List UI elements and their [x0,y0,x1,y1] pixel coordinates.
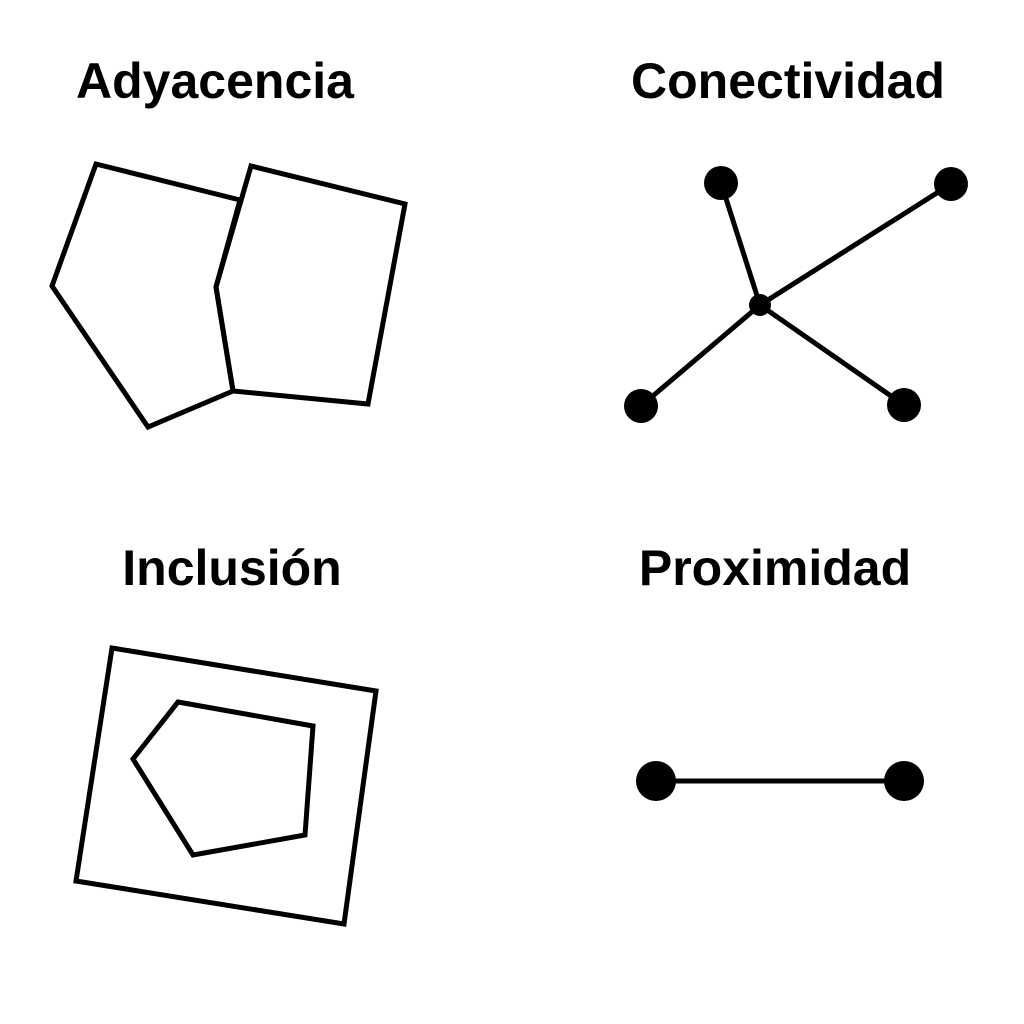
connectivity-center-node [749,294,771,316]
inclusion-figure [73,645,379,927]
connectivity-edge-top-left [718,180,763,308]
proximity-node-right [884,761,924,801]
adjacency-right-polygon [213,162,408,407]
connectivity-node-top-right [934,167,968,201]
proximity-figure [636,761,924,801]
proximity-title: Proximidad [638,540,912,596]
adjacency-title: Adyacencia [76,53,354,109]
inclusion-inner-polygon [129,699,316,858]
adjacency-left-polygon [49,161,244,431]
connectivity-title: Conectividad [631,53,945,109]
proximity-node-left [636,761,676,801]
connectivity-edge-bottom-left [638,302,763,409]
connectivity-node-bottom-right [887,388,921,422]
connectivity-figure [624,166,968,423]
connectivity-edge-bottom-right [757,302,907,408]
inclusion-outer-polygon [73,645,379,927]
adjacency-figure [49,161,408,431]
connectivity-node-bottom-left [624,389,658,423]
inclusion-title: Inclusión [122,540,342,596]
connectivity-node-top-left [704,166,738,200]
connectivity-edge-top-right [757,181,954,308]
